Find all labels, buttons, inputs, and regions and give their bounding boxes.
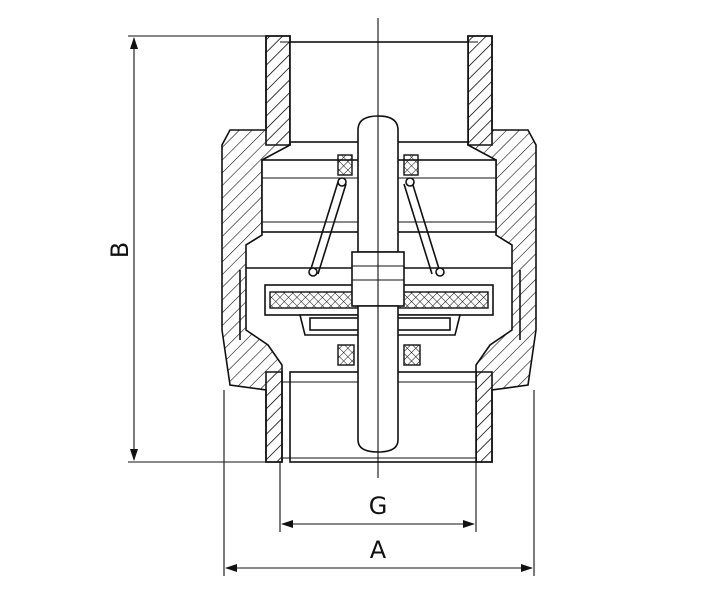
dimension-b-label: B (106, 242, 134, 258)
valve-body-left (221, 35, 291, 463)
dimension-a: A (223, 390, 535, 576)
valve-body-right (467, 35, 537, 463)
dimension-g: G (279, 462, 477, 532)
dimension-a-label: A (370, 536, 387, 564)
spring-right (403, 177, 445, 277)
dimension-g-label: G (369, 492, 388, 520)
spring-left (308, 177, 347, 277)
dimension-b: B (106, 35, 266, 463)
guide-bushings (337, 154, 421, 366)
